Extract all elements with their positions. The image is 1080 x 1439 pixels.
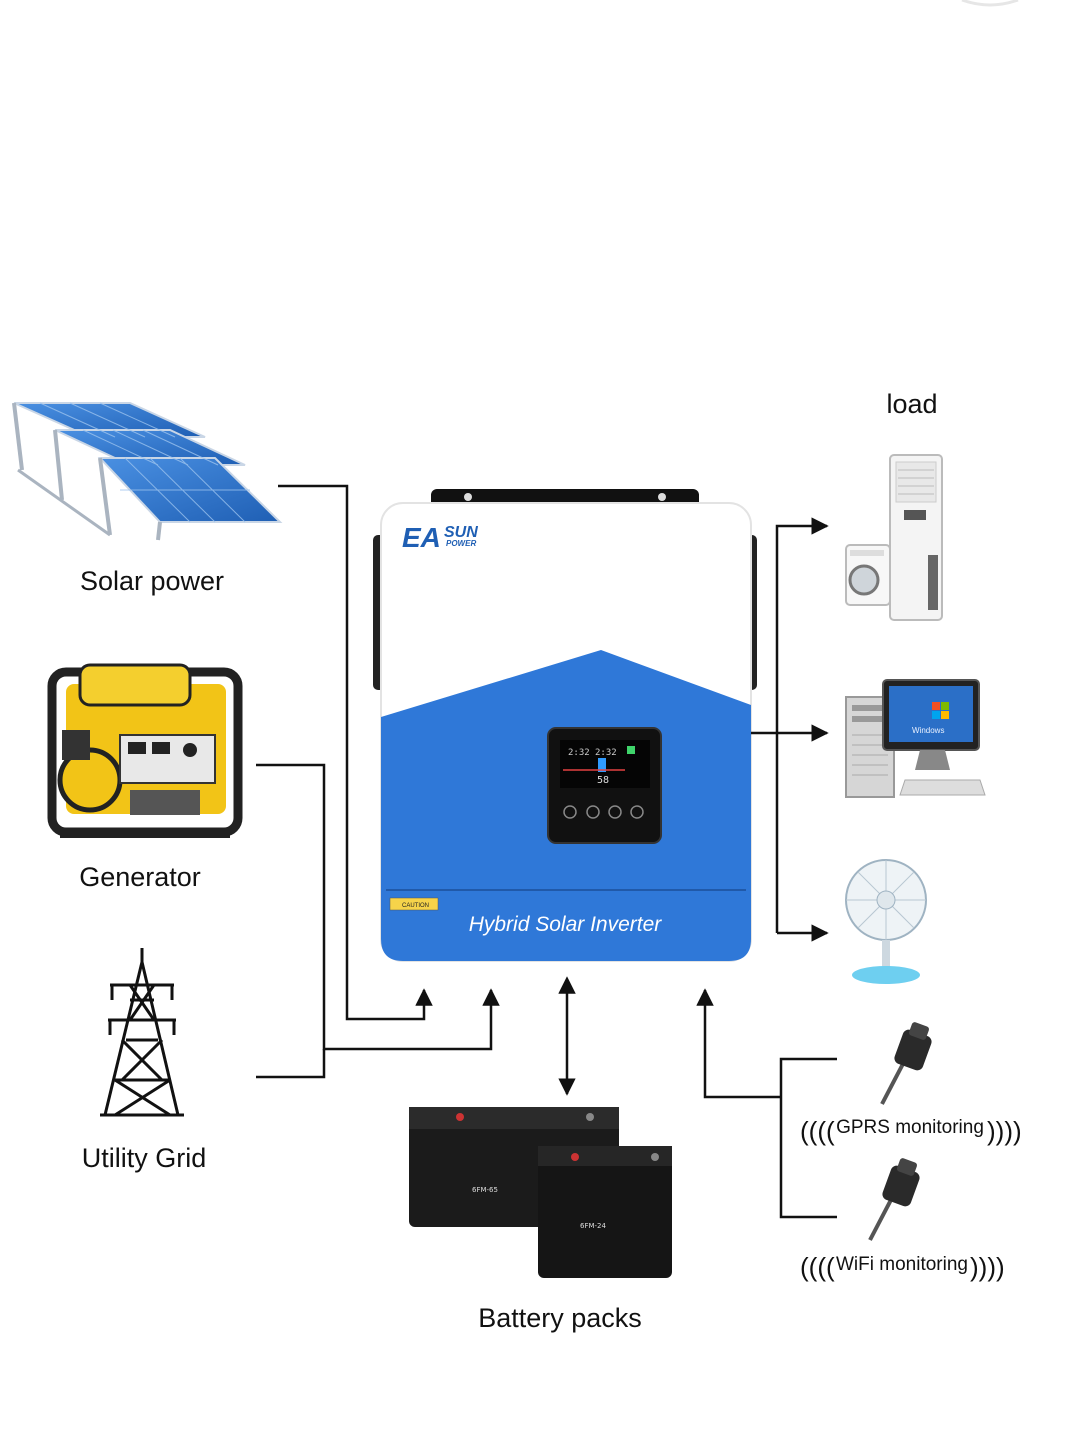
solar-power-label: Solar power <box>80 566 224 596</box>
load-connection-lines <box>751 517 829 942</box>
battery-small-model: 6FM-24 <box>580 1222 606 1230</box>
utility-grid-label: Utility Grid <box>82 1143 207 1173</box>
monitoring-connection-lines <box>696 988 837 1219</box>
desktop-computer-icon: Windows <box>845 679 986 798</box>
monitor-screen-text: Windows <box>912 726 944 735</box>
generator-label: Generator <box>79 862 201 892</box>
air-conditioner-icon <box>889 454 943 621</box>
svg-text:((((: (((( <box>800 1116 835 1146</box>
gprs-monitoring-label: GPRS monitoring <box>836 1117 984 1138</box>
transmission-tower-icon <box>100 948 184 1117</box>
wifi-signal-icon: (((( )))) <box>800 1252 1005 1282</box>
solar-connection-line <box>278 484 433 1021</box>
generator-icon <box>47 663 243 838</box>
caution-sticker-text: CAUTION <box>402 903 429 909</box>
hybrid-inverter: EA SUN POWER 2:32 2:32 58 CAUTION Hybrid… <box>373 489 757 962</box>
svg-text:((((: (((( <box>800 1252 835 1282</box>
grid-connection-line <box>256 1049 326 1079</box>
battery-packs-icon: 6FM-65 6FM-24 <box>409 1107 672 1278</box>
source-connection-lines <box>256 484 500 1079</box>
washing-machine-icon <box>845 544 891 606</box>
inverter-product-name: Hybrid Solar Inverter <box>469 913 663 936</box>
solar-panels-icon <box>12 402 283 541</box>
svg-text:2:32: 2:32 <box>568 748 590 758</box>
brand-logo-power: POWER <box>446 539 476 548</box>
wifi-monitoring-label: WiFi monitoring <box>836 1254 968 1275</box>
display-reading: 58 <box>597 775 609 786</box>
brand-logo-sun: SUN <box>444 524 478 541</box>
gprs-signal-icon: (((( )))) <box>800 1116 1022 1146</box>
svg-text:)))): )))) <box>970 1252 1005 1282</box>
wifi-dongle-icon <box>868 1158 920 1241</box>
svg-text:2:32: 2:32 <box>595 748 617 758</box>
brand-logo-text: EA <box>402 522 441 553</box>
battery-large-model: 6FM-65 <box>472 1186 498 1194</box>
svg-text:)))): )))) <box>987 1116 1022 1146</box>
corner-decoration <box>961 0 1019 7</box>
load-title: load <box>886 389 937 419</box>
electric-fan-icon <box>845 859 927 984</box>
battery-packs-label: Battery packs <box>478 1303 642 1333</box>
gprs-dongle-icon <box>880 1022 932 1105</box>
